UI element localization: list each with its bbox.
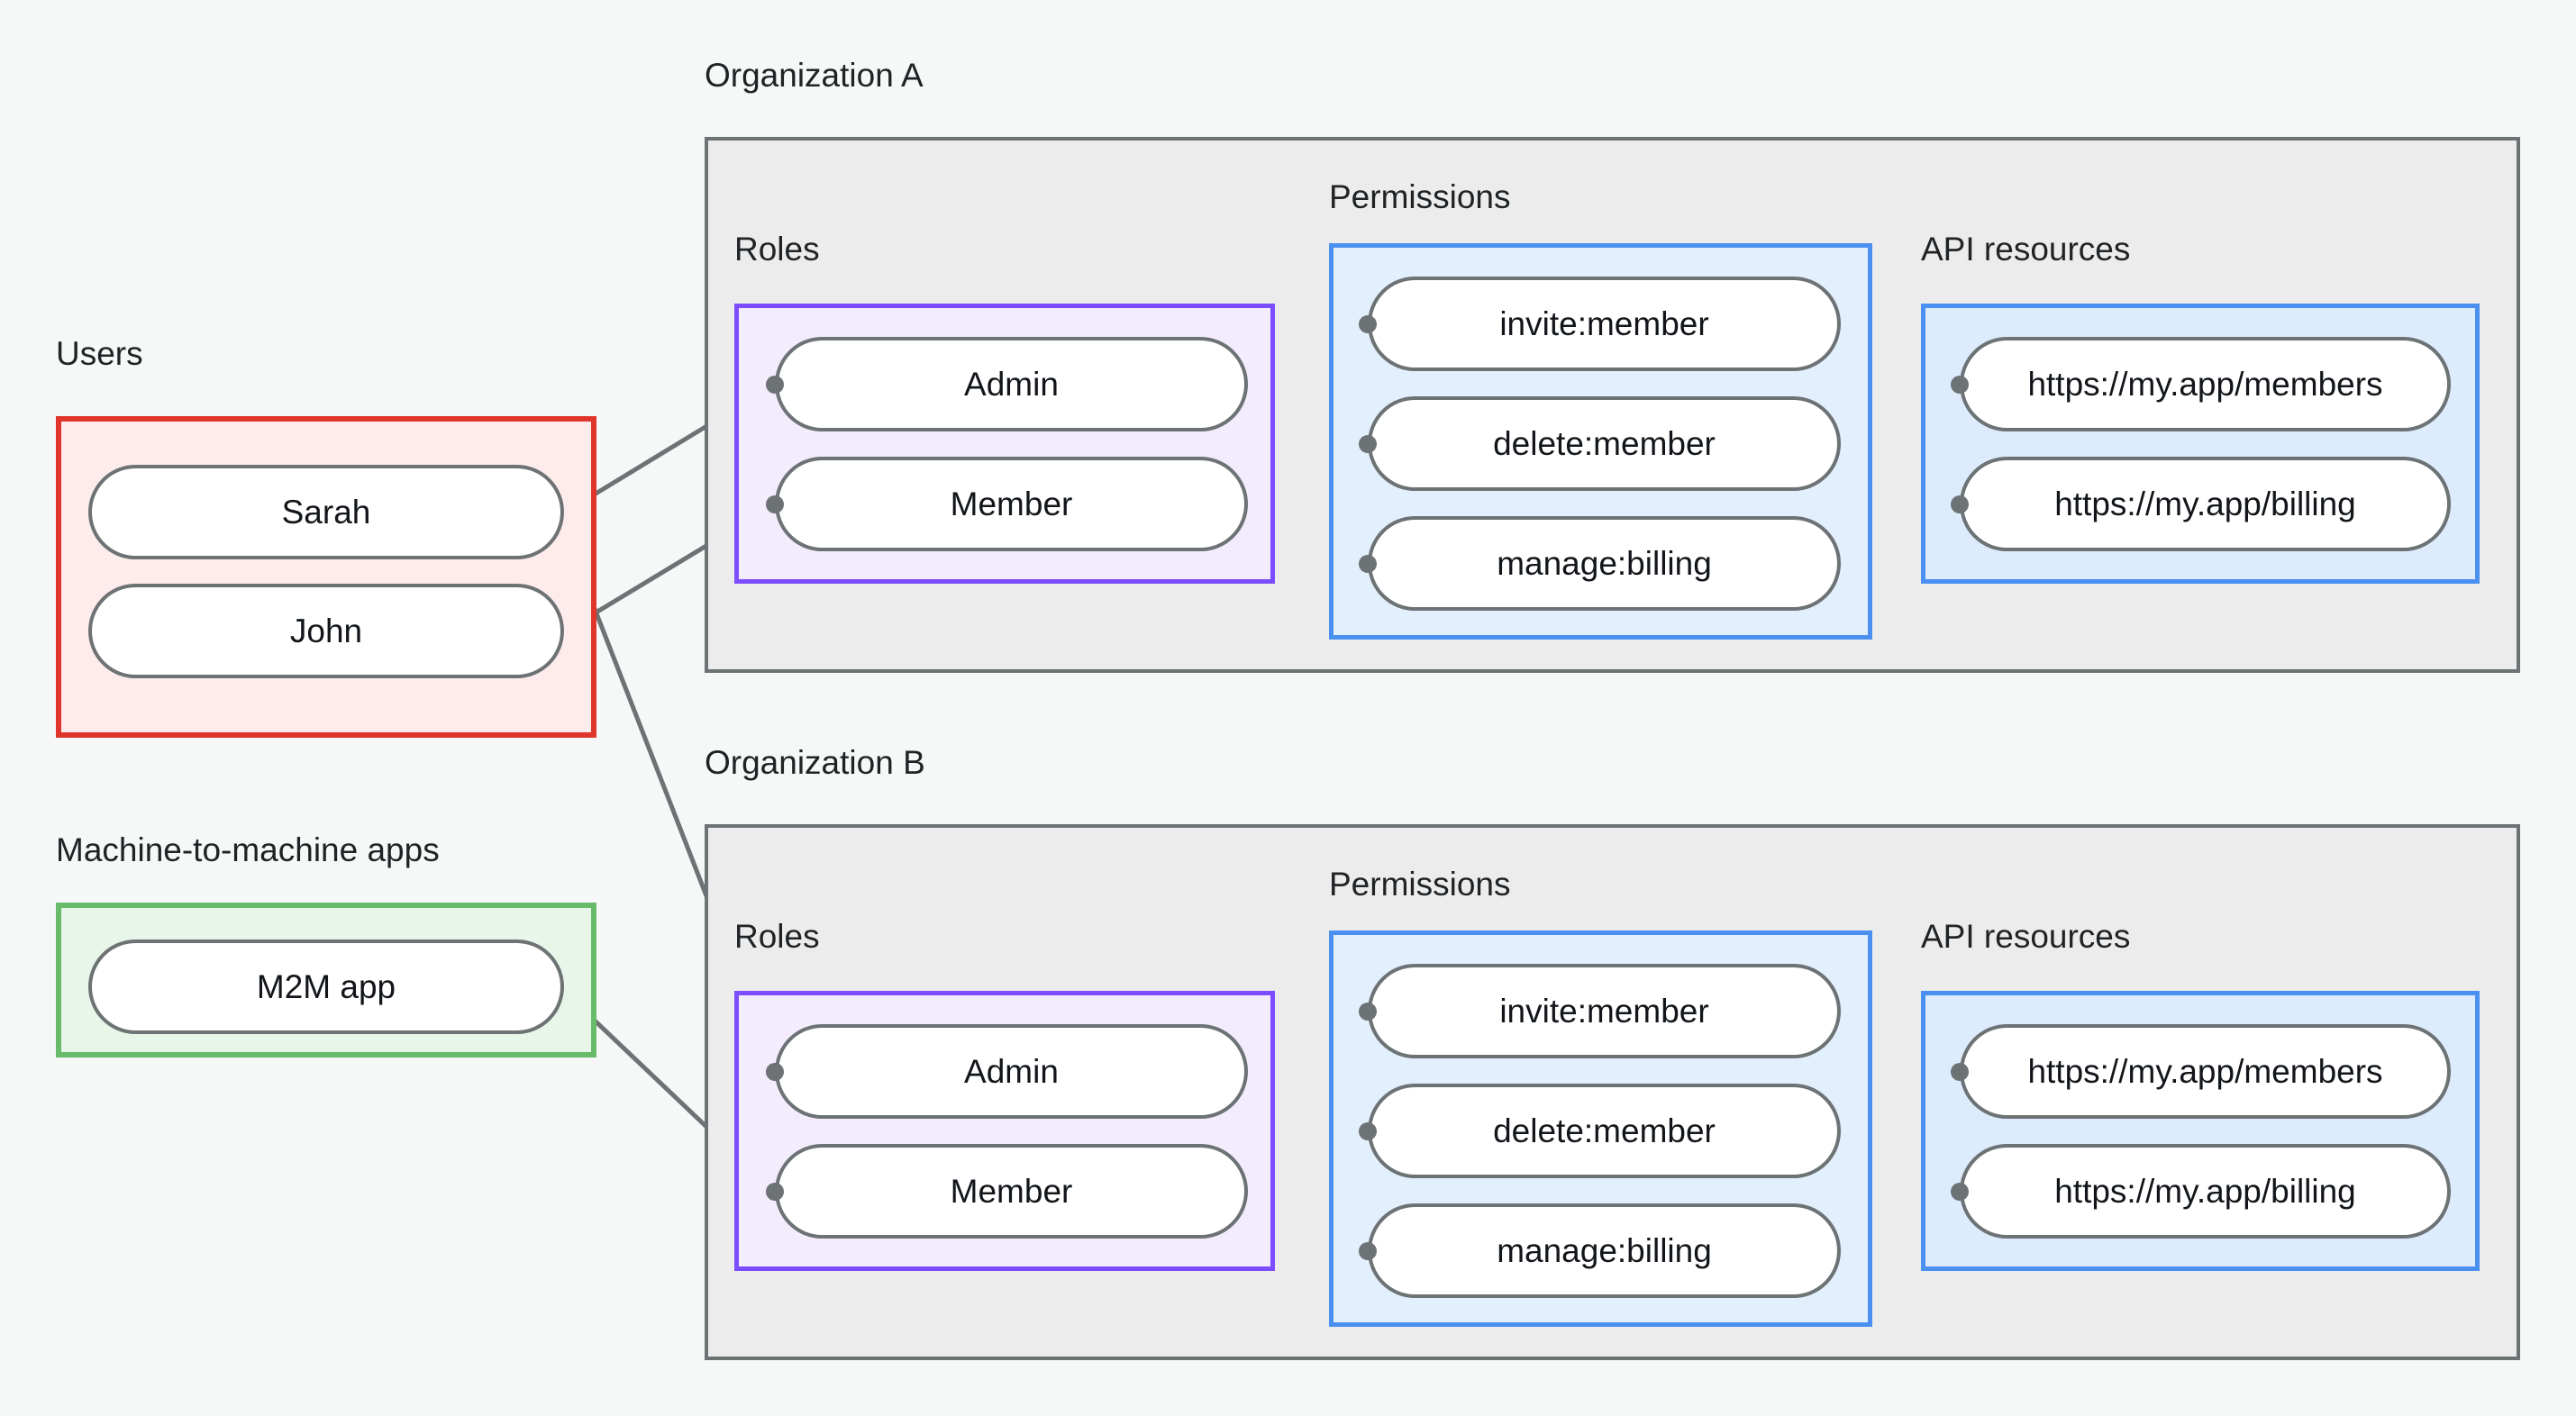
org-a-permission-invite-member[interactable]: invite:member (1368, 277, 1841, 371)
connector-dot-org-b-members-url-left (1951, 1063, 1969, 1081)
connector-dot-org-a-invite-left (1359, 315, 1377, 333)
org-a-roles-label: Roles (734, 231, 820, 268)
org-a-api-resource-billing-label: https://my.app/billing (2054, 485, 2356, 522)
org-a-role-member-label: Member (950, 485, 1073, 522)
org-b-role-member-label: Member (950, 1172, 1073, 1210)
connector-dot-org-a-delete-left (1359, 435, 1377, 453)
connector-dot-org-a-admin-left (766, 376, 784, 394)
user-node-sarah[interactable]: Sarah (88, 465, 564, 559)
org-b-title: Organization B (705, 744, 925, 781)
user-node-sarah-label: Sarah (281, 493, 371, 531)
org-b-permission-delete-member[interactable]: delete:member (1368, 1084, 1841, 1178)
org-b-permission-invite-member-label: invite:member (1499, 992, 1709, 1030)
org-b-permissions-label: Permissions (1329, 866, 1511, 903)
org-a-api-resource-billing[interactable]: https://my.app/billing (1960, 457, 2451, 551)
org-b-api-resource-members-label: https://my.app/members (2027, 1052, 2383, 1090)
org-a-title: Organization A (705, 57, 924, 94)
org-a-permission-delete-member-label: delete:member (1493, 424, 1716, 462)
connector-dot-org-a-member-left (766, 495, 784, 513)
org-a-permissions-label: Permissions (1329, 178, 1511, 215)
org-b-role-admin[interactable]: Admin (775, 1024, 1248, 1119)
org-a-api-resource-members-label: https://my.app/members (2027, 365, 2383, 403)
org-b-permission-invite-member[interactable]: invite:member (1368, 964, 1841, 1058)
connector-dot-org-a-billing-left (1359, 555, 1377, 573)
connector-dot-org-b-invite-left (1359, 1003, 1377, 1021)
org-b-permission-manage-billing-label: manage:billing (1497, 1231, 1712, 1269)
org-a-api-resource-members[interactable]: https://my.app/members (1960, 337, 2451, 431)
user-node-john[interactable]: John (88, 584, 564, 678)
org-b-api-resource-billing[interactable]: https://my.app/billing (1960, 1144, 2451, 1239)
org-a-permission-manage-billing-label: manage:billing (1497, 544, 1712, 582)
m2m-node-app-label: M2M app (256, 967, 396, 1005)
org-a-role-admin[interactable]: Admin (775, 337, 1248, 431)
connector-dot-org-a-members-url-left (1951, 376, 1969, 394)
org-b-permission-manage-billing[interactable]: manage:billing (1368, 1203, 1841, 1298)
org-a-permission-invite-member-label: invite:member (1499, 304, 1709, 342)
org-b-api-resource-members[interactable]: https://my.app/members (1960, 1024, 2451, 1119)
org-a-api-resources-label: API resources (1921, 231, 2131, 268)
connector-dot-org-b-billing-left (1359, 1242, 1377, 1260)
org-a-permission-manage-billing[interactable]: manage:billing (1368, 516, 1841, 611)
connector-dot-org-a-billing-url-left (1951, 495, 1969, 513)
org-b-api-resource-billing-label: https://my.app/billing (2054, 1172, 2356, 1210)
connector-dot-org-b-delete-left (1359, 1122, 1377, 1140)
users-group-label: Users (56, 335, 143, 372)
connector-dot-org-b-billing-url-left (1951, 1183, 1969, 1201)
m2m-node-app[interactable]: M2M app (88, 939, 564, 1034)
org-b-permission-delete-member-label: delete:member (1493, 1112, 1716, 1149)
org-b-role-admin-label: Admin (964, 1052, 1059, 1090)
user-node-john-label: John (289, 612, 363, 649)
org-a-permission-delete-member[interactable]: delete:member (1368, 396, 1841, 491)
connector-dot-org-b-admin-left (766, 1063, 784, 1081)
m2m-group-label: Machine-to-machine apps (56, 831, 440, 868)
org-a-role-member[interactable]: Member (775, 457, 1248, 551)
connector-dot-org-b-member-left (766, 1183, 784, 1201)
org-a-role-admin-label: Admin (964, 365, 1059, 403)
org-b-roles-label: Roles (734, 918, 820, 955)
org-b-api-resources-label: API resources (1921, 918, 2131, 955)
org-b-role-member[interactable]: Member (775, 1144, 1248, 1239)
